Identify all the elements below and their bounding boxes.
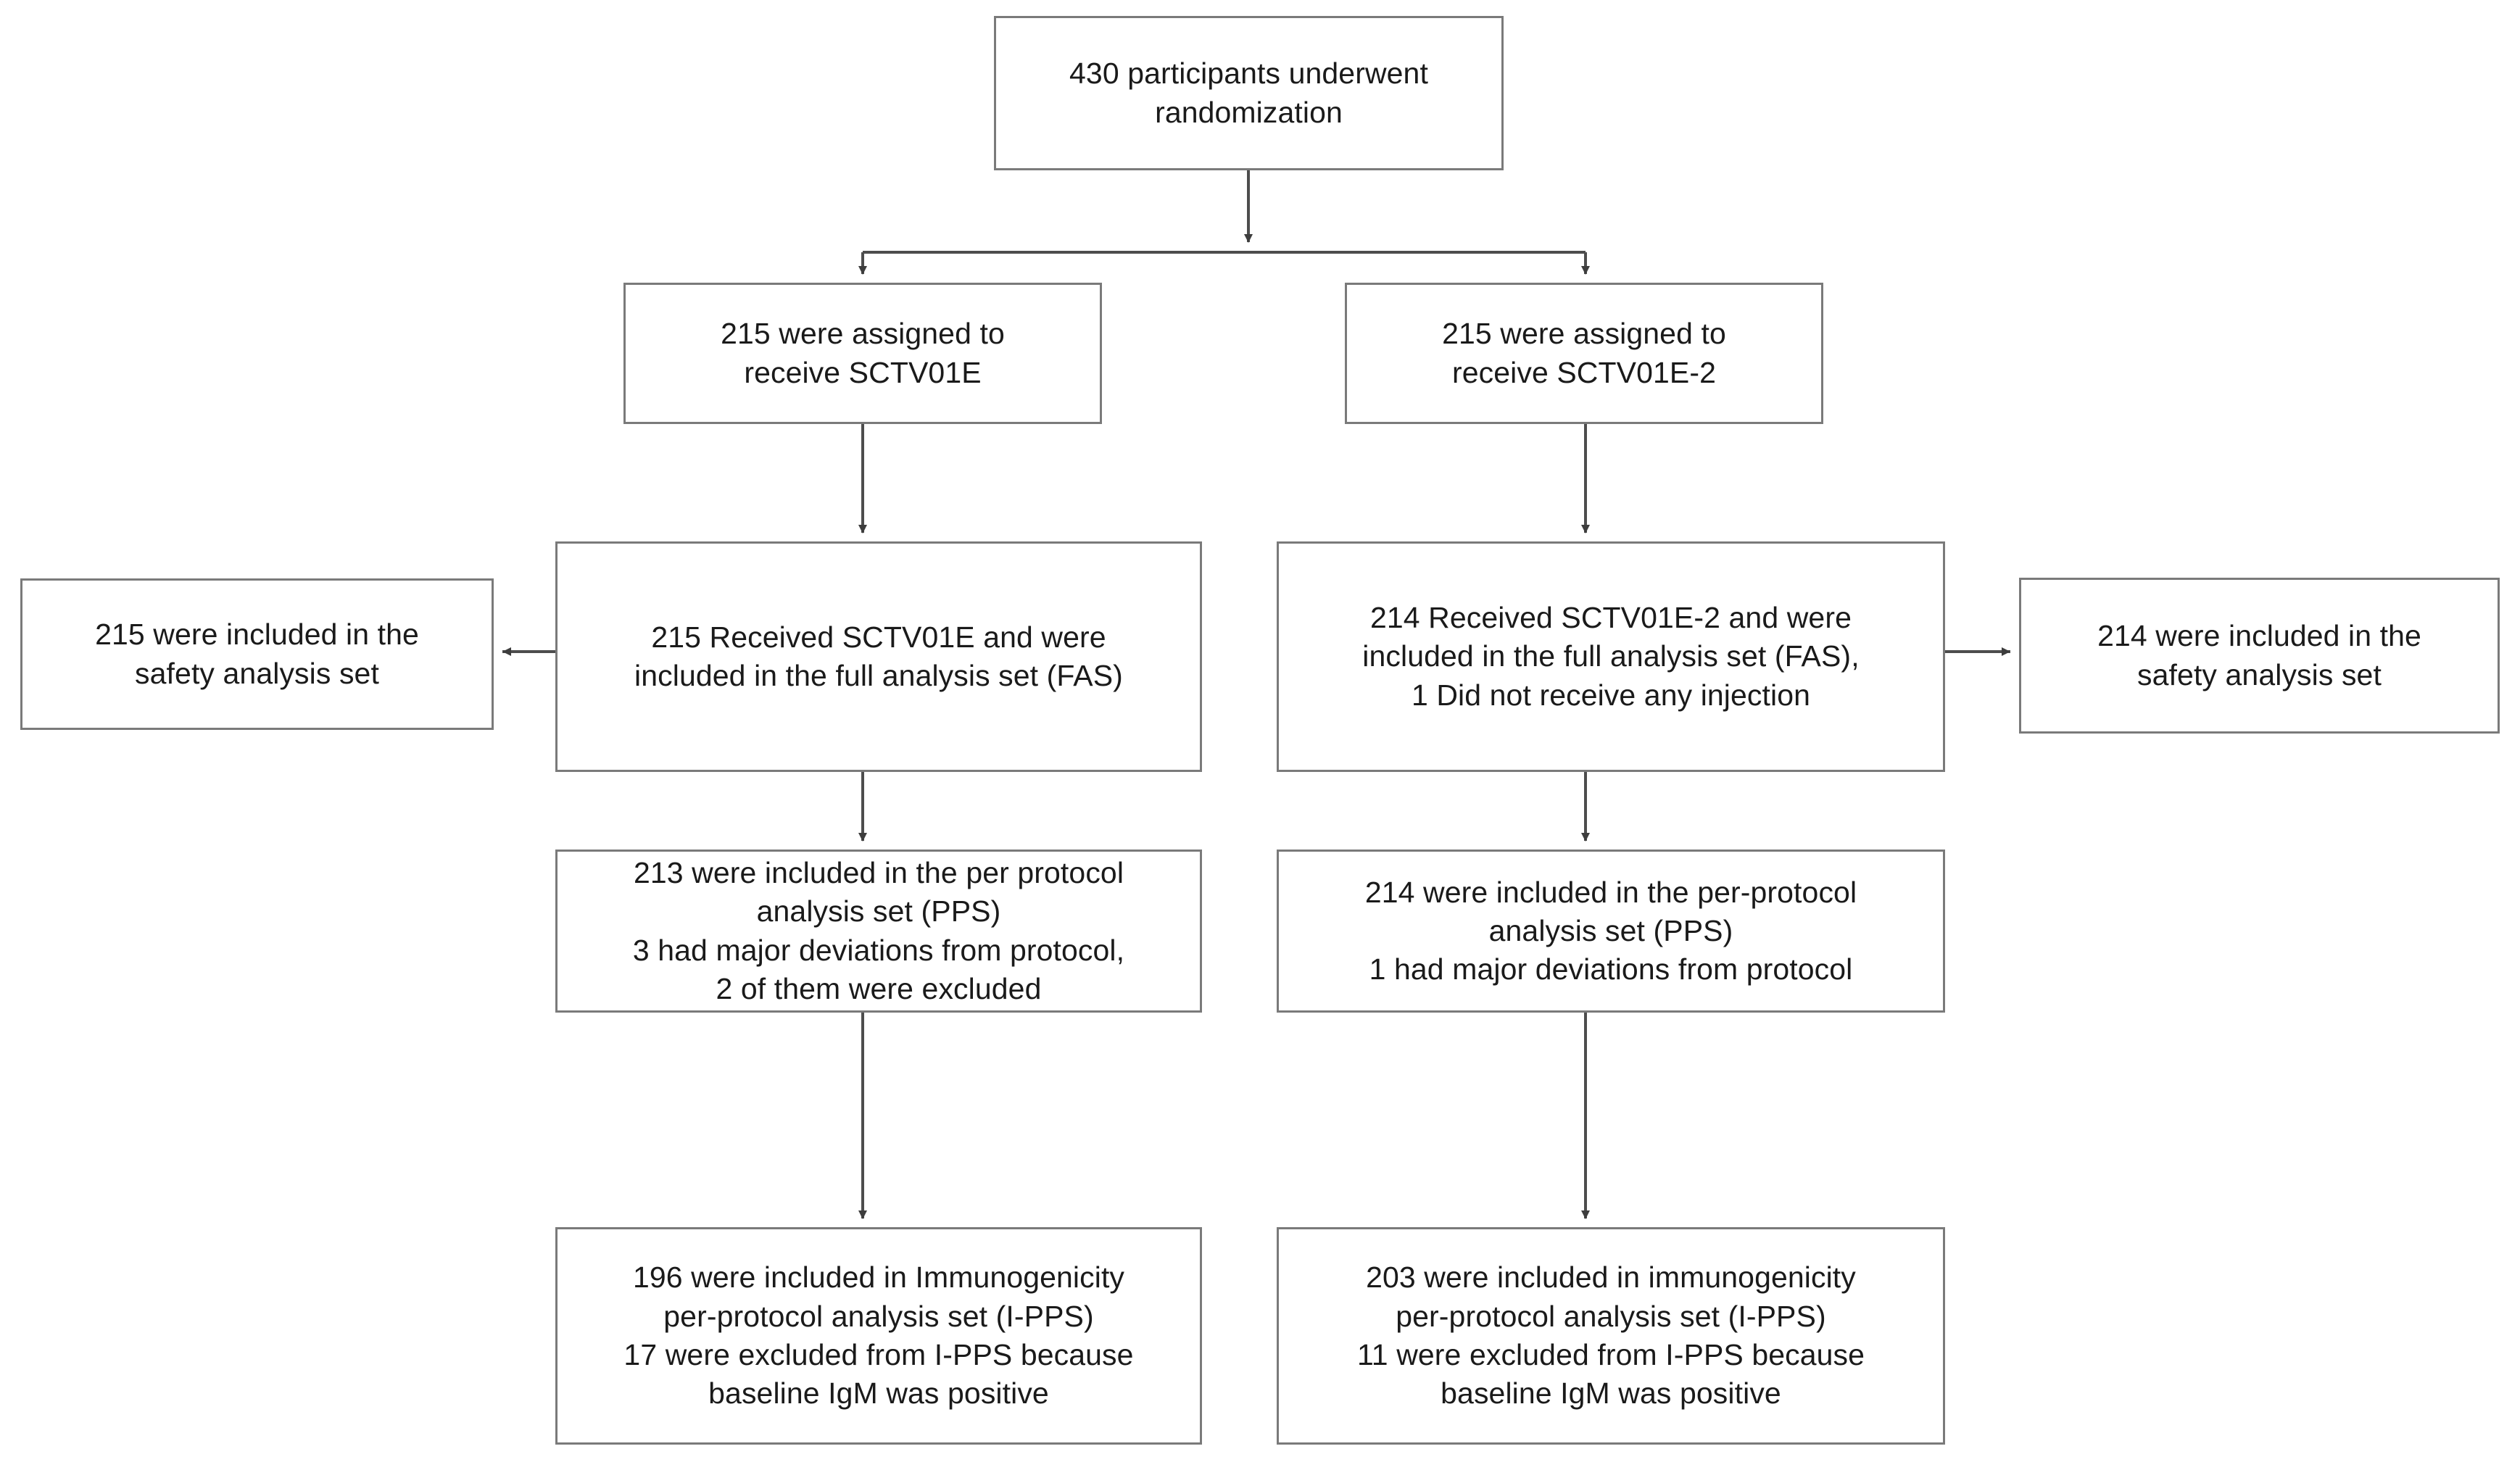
randomization-box: 430 participants underwent randomization: [994, 16, 1504, 170]
randomization-label: 430 participants underwent randomization: [1069, 57, 1428, 129]
fas-sctv01e-box: 215 Received SCTV01E and were included i…: [555, 541, 1202, 772]
safety-analysis-set-right-box: 214 were included in the safety analysis…: [2019, 578, 2500, 734]
ipps-sctv01e2-label: 203 were included in immunogenicity per-…: [1356, 1260, 1865, 1411]
randomization-split-connector: [858, 170, 1590, 275]
pps-sctv01e2-label: 214 were included in the per-protocol an…: [1364, 875, 1857, 987]
pps-sctv01e-label: 213 were included in the per protocol an…: [632, 855, 1125, 1005]
fas-sctv01e2-label: 214 Received SCTV01E-2 and were included…: [1362, 601, 1860, 712]
assigned-sctv01e2-box: 215 were assigned to receive SCTV01E-2: [1345, 283, 1823, 424]
assigned-sctv01e-box: 215 were assigned to receive SCTV01E: [623, 283, 1102, 424]
ipps-sctv01e-box: 196 were included in Immunogenicity per-…: [555, 1227, 1202, 1445]
assigned-sctv01e2-label: 215 were assigned to receive SCTV01E-2: [1442, 317, 1726, 389]
ipps-sctv01e-label: 196 were included in Immunogenicity per-…: [623, 1260, 1134, 1411]
ipps-sctv01e2-box: 203 were included in immunogenicity per-…: [1277, 1227, 1945, 1445]
pps-sctv01e2-box: 214 were included in the per-protocol an…: [1277, 850, 1945, 1013]
fas-sctv01e2-box: 214 Received SCTV01E-2 and were included…: [1277, 541, 1945, 772]
safety-analysis-set-left-box: 215 were included in the safety analysis…: [20, 578, 494, 730]
pps-sctv01e-box: 213 were included in the per protocol an…: [555, 850, 1202, 1013]
safety-analysis-set-left-label: 215 were included in the safety analysis…: [95, 618, 419, 690]
fas-sctv01e-label: 215 Received SCTV01E and were included i…: [634, 620, 1123, 692]
assigned-sctv01e-label: 215 were assigned to receive SCTV01E: [721, 317, 1005, 389]
safety-analysis-set-right-label: 214 were included in the safety analysis…: [2097, 619, 2421, 691]
